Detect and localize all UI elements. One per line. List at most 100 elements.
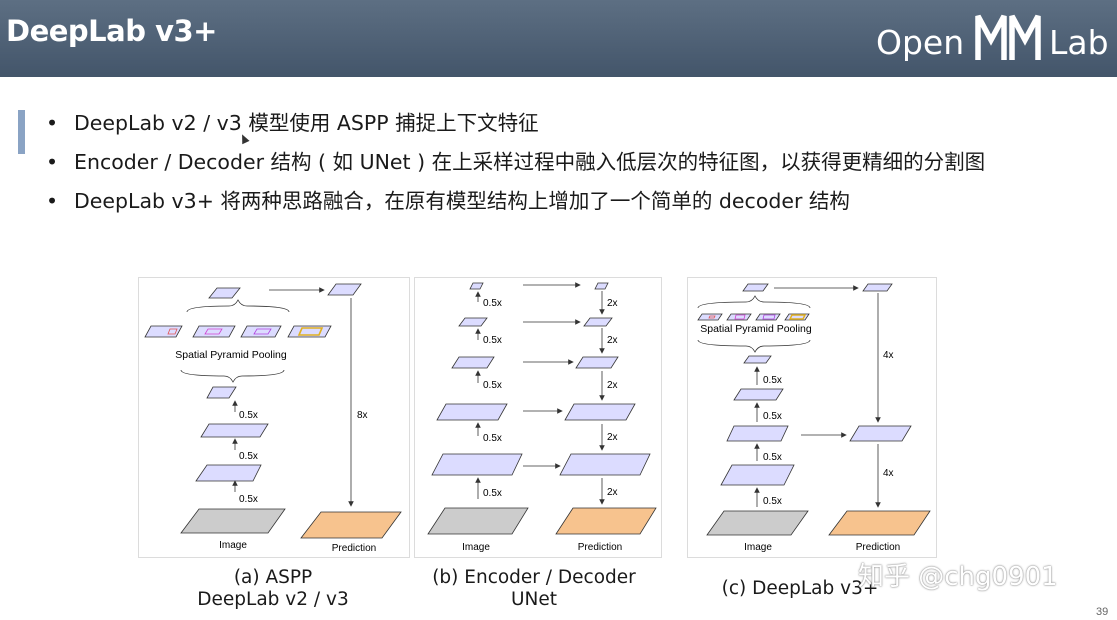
decoder-map [575,356,619,369]
pool-kernel [788,314,807,320]
pool-kernel [297,327,324,336]
brace-top [697,295,811,309]
scale-label: 0.5x [483,380,502,391]
decoder-map [583,317,613,327]
pool-kernel [708,315,716,319]
upsample-label: 4x [883,468,894,479]
pool-kernel [253,328,272,335]
panel-deeplab-v3plus: Spatial Pyramid Pooling 0.5x 0.5x 0.5x 0… [687,277,937,558]
panel-aspp: Spatial Pyramid Pooling 0.5x 0.5x 0.5x 8… [138,277,410,558]
caption-line: UNet [510,589,557,610]
image-label: Image [219,540,247,551]
encoder-map [436,403,508,421]
upsample-label: 4x [883,350,894,361]
prediction-label: Prediction [578,542,622,553]
caption-line: (a) ASPP [233,567,313,588]
encoder-map [469,282,484,290]
scale-label: 0.5x [763,496,782,507]
scale-label: 0.5x [239,451,258,462]
scale-label: 0.5x [483,488,502,499]
prediction-map [828,510,931,536]
scale-label: 0.5x [483,433,502,444]
pool-kernel [734,314,746,320]
input-image [427,507,529,535]
slide-title: DeepLab v3+ [6,14,217,48]
feature-map [195,464,262,482]
scale-label: 0.5x [239,410,258,421]
prediction-map [300,511,402,539]
bullet-list: • DeepLab v2 / v3 模型使用 ASPP 捕捉上下文特征 • Enco… [46,106,985,223]
page-number: 39 [1096,606,1109,618]
pool-kernel [204,328,223,335]
upsample-label: 2x [607,335,618,346]
feature-map-pred-top [327,283,362,296]
prediction-map [555,507,657,535]
upsample-label: 2x [607,298,618,309]
feature-map [720,464,795,486]
feature-map-top [208,287,241,299]
image-label: Image [744,542,772,553]
prediction-label: Prediction [856,542,900,553]
scale-label: 0.5x [239,494,258,505]
spp-label: Spatial Pyramid Pooling [700,323,812,335]
scale-label: 0.5x [763,452,782,463]
caption-deeplab-v3plus: (c) DeepLab v3+ [700,578,900,600]
pool-map [192,325,236,338]
mm-logo-icon [975,14,1041,60]
title-bar: DeepLab v3+ Open Lab [0,0,1117,77]
scale-label: 0.5x [483,298,502,309]
watermark: 知乎 @chg0901 [858,562,1058,592]
upsample-label: 2x [607,487,618,498]
caption-line: (b) Encoder / Decoder [432,567,636,588]
pool-map [144,325,183,338]
panel-encoder-decoder: 0.5x 0.5x 0.5x 0.5x 0.5x 2x 2x 2x 2x 2x … [414,277,662,558]
bullet-item: • Encoder / Decoder 结构 ( 如 UNet ) 在上采样过程中… [46,145,985,184]
decoder-map [594,282,609,290]
feature-map [200,423,269,438]
decoder-map [559,453,651,476]
encoder-map [451,356,495,369]
caption-line: (c) DeepLab v3+ [721,578,879,599]
decoder-map [849,425,912,442]
prediction-label: Prediction [332,543,376,554]
logo-open-text: Open [876,23,964,62]
bullet-marker: • [46,111,59,135]
bullet-text: DeepLab v3+ 将两种思路融合，在原有模型结构上增加了一个简单的 dec… [74,189,850,213]
pool-kernel [167,328,178,335]
bullet-marker: • [46,189,59,213]
bullet-item: • DeepLab v3+ 将两种思路融合，在原有模型结构上增加了一个简单的 de… [46,184,985,223]
caption-line: DeepLab v2 / v3 [197,589,349,610]
brace-top [186,299,290,313]
brace-bottom [180,369,285,383]
feature-map-pred-top [862,283,893,292]
bullet-text: DeepLab v2 / v3 模型使用 ASPP 捕捉上下文特征 [74,111,539,135]
bullet-marker: • [46,150,59,174]
pool-map [697,313,723,321]
pool-map [240,325,282,338]
feature-map [206,386,237,399]
input-image [180,508,286,534]
decoder-map [564,403,636,421]
input-image [706,510,809,536]
feature-map [743,355,772,364]
pool-kernel [762,314,776,320]
feature-map [733,388,784,401]
scale-label: 0.5x [483,335,502,346]
feature-map [726,425,789,442]
scale-label: 0.5x [763,375,782,386]
image-label: Image [462,542,490,553]
feature-map-top [742,283,769,292]
caption-encoder-decoder: (b) Encoder / Decoder UNet [414,567,654,611]
openmmlab-logo: Open Lab [876,14,1109,62]
upsample-label: 2x [607,432,618,443]
spp-label: Spatial Pyramid Pooling [175,349,287,361]
brace-bottom [697,339,811,353]
encoder-map [458,317,488,327]
accent-bar [18,110,25,154]
bullet-text: Encoder / Decoder 结构 ( 如 UNet ) 在上采样过程中融… [74,150,986,174]
bullet-item: • DeepLab v2 / v3 模型使用 ASPP 捕捉上下文特征 [46,106,985,145]
scale-label: 0.5x [763,411,782,422]
caption-aspp: (a) ASPP DeepLab v2 / v3 [138,567,408,611]
upsample-label: 8x [357,410,368,421]
logo-lab-text: Lab [1049,23,1109,62]
